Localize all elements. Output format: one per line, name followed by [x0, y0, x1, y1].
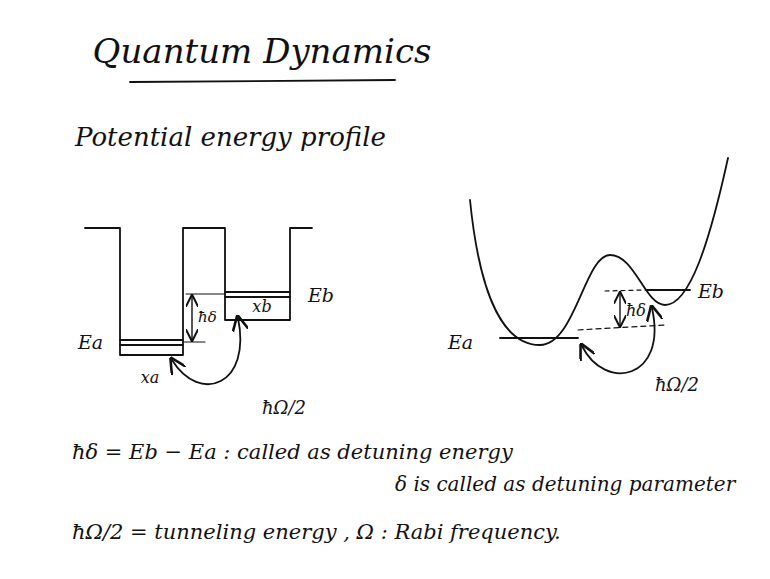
- detuning-label: ħδ: [626, 302, 646, 320]
- note-line: ħΩ/2 = tunneling energy , Ω : Rabi frequ…: [72, 520, 561, 544]
- energy-label-wrap: Eb: [308, 285, 334, 307]
- subtitle: Potential energy profile: [75, 123, 386, 153]
- tunneling-arrow: [172, 318, 240, 384]
- energy-label-wrap: Ea: [448, 332, 473, 354]
- energy-label: Ea: [78, 332, 103, 354]
- title: Quantum Dynamics: [93, 32, 432, 71]
- energy-label: Ea: [448, 332, 473, 354]
- level-b: [646, 289, 690, 291]
- energy-label: Eb: [698, 281, 724, 303]
- level-extension: [183, 341, 205, 342]
- note-line-wrap: δ is called as detuning parameter: [395, 473, 735, 496]
- note-line-wrap: ħδ = Eb − Ea : called as detuning energy: [72, 440, 513, 464]
- position-label: xb: [252, 298, 271, 316]
- detuning-label-wrap: ħδ: [198, 309, 217, 326]
- note-line: δ is called as detuning parameter: [395, 473, 735, 496]
- level-extension: [605, 290, 645, 291]
- level-extension: [186, 293, 225, 294]
- title-wrap: Quantum Dynamics: [93, 32, 432, 71]
- square-well: [85, 228, 312, 355]
- double-well-curve: [470, 158, 728, 345]
- energy-label-wrap: Ea: [78, 332, 103, 354]
- tunneling-label-wrap: ħΩ/2: [655, 375, 699, 396]
- energy-label-wrap: Eb: [698, 281, 724, 303]
- position-label-wrap: xa: [141, 369, 160, 387]
- level-a: [500, 337, 578, 339]
- tunneling-label: ħΩ/2: [655, 375, 699, 396]
- note-line: ħδ = Eb − Ea : called as detuning energy: [72, 440, 513, 464]
- detuning-arrow: [619, 294, 620, 325]
- note-line-wrap: ħΩ/2 = tunneling energy , Ω : Rabi frequ…: [72, 520, 561, 544]
- detuning-label: ħδ: [198, 309, 217, 326]
- tunneling-label: ħΩ/2: [262, 398, 306, 419]
- level-a: [120, 339, 183, 341]
- detuning-arrow: [191, 297, 192, 339]
- position-label-wrap: xb: [252, 298, 271, 316]
- title-underline: [130, 80, 395, 82]
- level-b: [225, 291, 290, 293]
- level-a: [120, 344, 183, 346]
- detuning-label-wrap: ħδ: [626, 302, 646, 320]
- position-label: xa: [141, 369, 160, 387]
- energy-label: Eb: [308, 285, 334, 307]
- subtitle-wrap: Potential energy profile: [75, 123, 386, 153]
- level-extension: [578, 325, 665, 330]
- tunneling-label-wrap: ħΩ/2: [262, 398, 306, 419]
